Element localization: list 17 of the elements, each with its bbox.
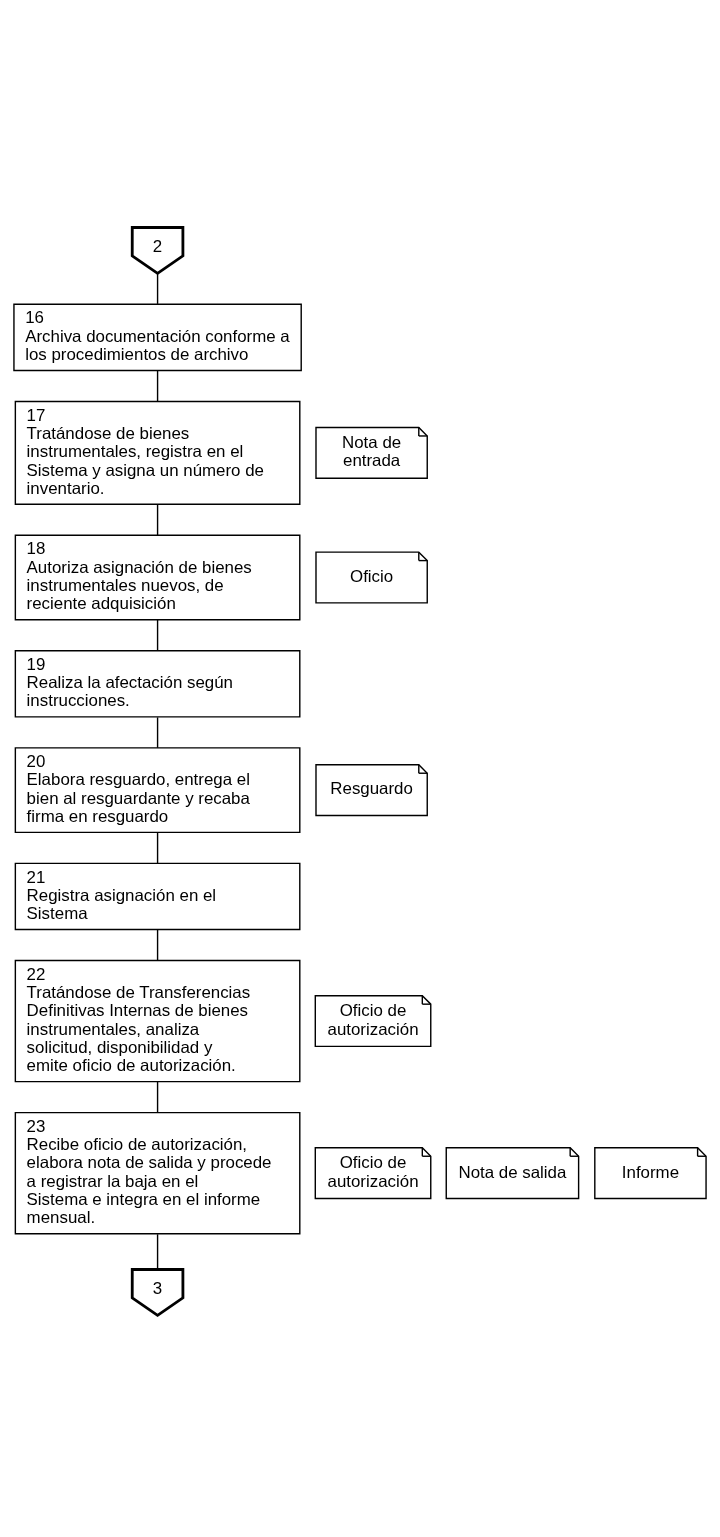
node-box: 18 Autoriza asignación de bienes instrumentales nuevos, de reciente adquisición xyxy=(14,534,301,620)
node-box: 19 Realiza la afectación según instrucciones. xyxy=(14,649,301,718)
connector xyxy=(156,369,159,402)
connector xyxy=(156,928,159,961)
node-box: 22 Tratándose de Transferencias Definitivas Internas de bienes instrumentales, analiza solicitud, disponibilidad y emite oficio de autorización. xyxy=(14,959,301,1082)
node-box: 21 Registra asignación en el Sistema xyxy=(14,862,301,930)
connector xyxy=(156,272,159,305)
connector xyxy=(156,831,159,864)
connector xyxy=(156,1233,159,1270)
connector xyxy=(156,618,159,651)
connector xyxy=(156,1080,159,1113)
connector xyxy=(156,716,159,748)
node-box: 17 Tratándose de bienes instrumentales, registra en el Sistema y asigna un número de inventario. xyxy=(14,400,301,505)
node-box: 20 Elabora resguardo, entrega el bien al resguardante y recaba firma en resguardo xyxy=(14,746,301,833)
node-box: 23 Recibe oficio de autorización, elabora nota de salida y procede a registrar la baja en el Sistema e integra en el informe mensual. xyxy=(14,1111,301,1234)
connector xyxy=(156,503,159,536)
node-box: 16 Archiva documentación conforme a los procedimientos de archivo xyxy=(13,303,302,371)
